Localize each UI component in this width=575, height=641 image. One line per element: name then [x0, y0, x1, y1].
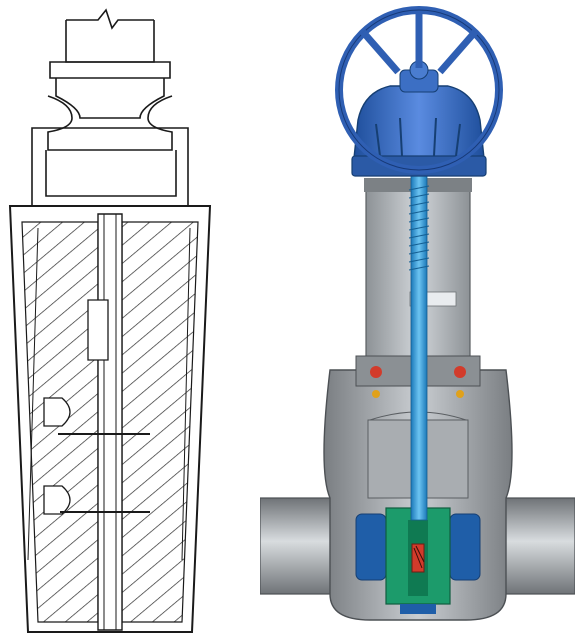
cutaway-panel [260, 6, 575, 621]
wedge-body [8, 205, 212, 633]
valve-wedge [385, 507, 451, 614]
valve-stem [408, 149, 430, 521]
handwheel [335, 6, 503, 174]
valve-seats [355, 513, 481, 581]
upper-stem [31, 8, 189, 207]
line-drawing-panel [8, 8, 212, 633]
